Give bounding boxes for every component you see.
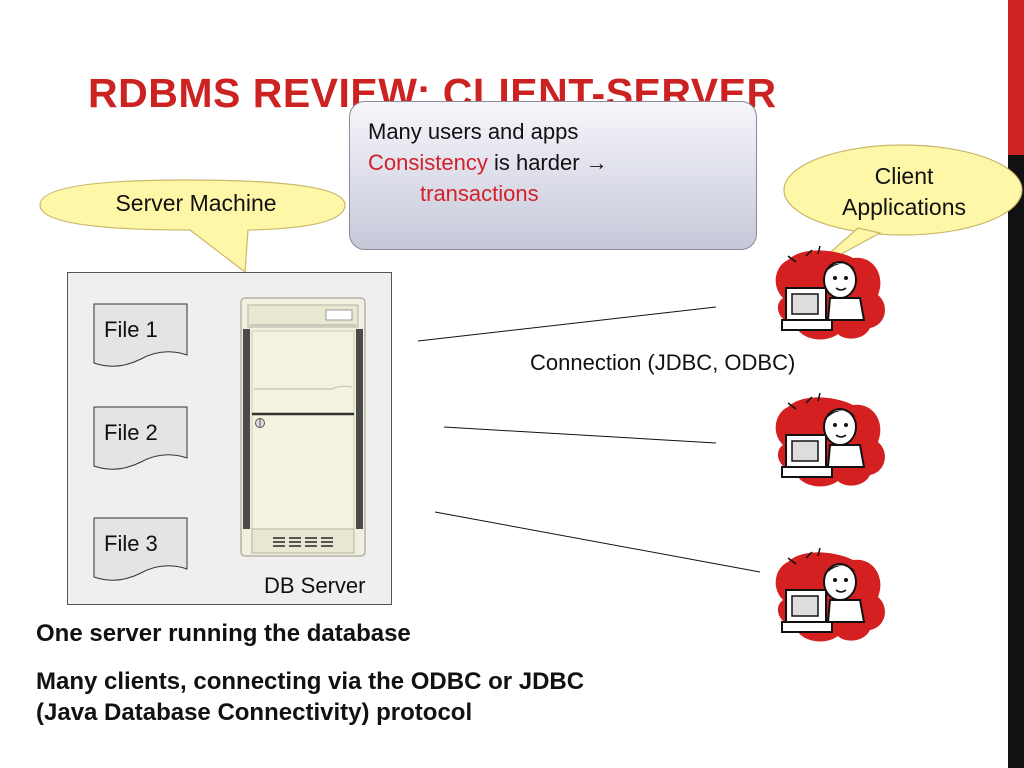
callout-line-2: Consistency is harder → [368,150,608,176]
bullet-one-server: One server running the database [36,620,411,647]
client-icon-1 [774,245,886,341]
server-machine-box: File 1 File 2 File 3 [67,272,392,605]
client-applications-bubble [783,144,1023,273]
bullet-many-clients-line1: Many clients, connecting via the ODBC or… [36,668,585,695]
bullet-many-clients-line2: (Java Database Connectivity) protocol [36,699,473,726]
server-machine-bubble [39,179,346,274]
callout-line-1: Many users and apps [368,119,579,144]
client-icon-3 [774,547,886,643]
db-server-cabinet-icon [240,297,366,557]
accent-bar-red [1008,0,1024,155]
client-applications-label: Client Applications [790,161,1018,223]
db-server-label: DB Server [264,573,366,598]
connection-line-1 [417,306,717,342]
file-label: File 2 [104,420,158,445]
consistency-callout: Many users and apps Consistency is harde… [349,101,757,250]
connection-line-2 [443,426,717,444]
file-label: File 1 [104,317,158,342]
client-icon-2 [774,392,886,488]
file-document-3: File 3 [93,517,188,585]
harder-text: is harder [487,150,586,175]
file-label: File 3 [104,531,158,556]
accent-bar-dark [1008,155,1024,768]
connection-label: Connection (JDBC, ODBC) [530,350,796,375]
client-bubble-line1: Client [874,163,934,189]
bullet-many-clients: Many clients, connecting via the ODBC or… [36,666,584,728]
connection-line-3 [434,511,761,573]
consistency-text: Consistency [368,150,488,175]
callout-line-3: transactions [420,181,539,206]
file-document-2: File 2 [93,406,188,474]
server-machine-label: Server Machine [115,190,277,216]
arrow-right-icon: → [585,150,608,175]
client-bubble-line2: Applications [841,194,967,220]
file-document-1: File 1 [93,303,188,371]
